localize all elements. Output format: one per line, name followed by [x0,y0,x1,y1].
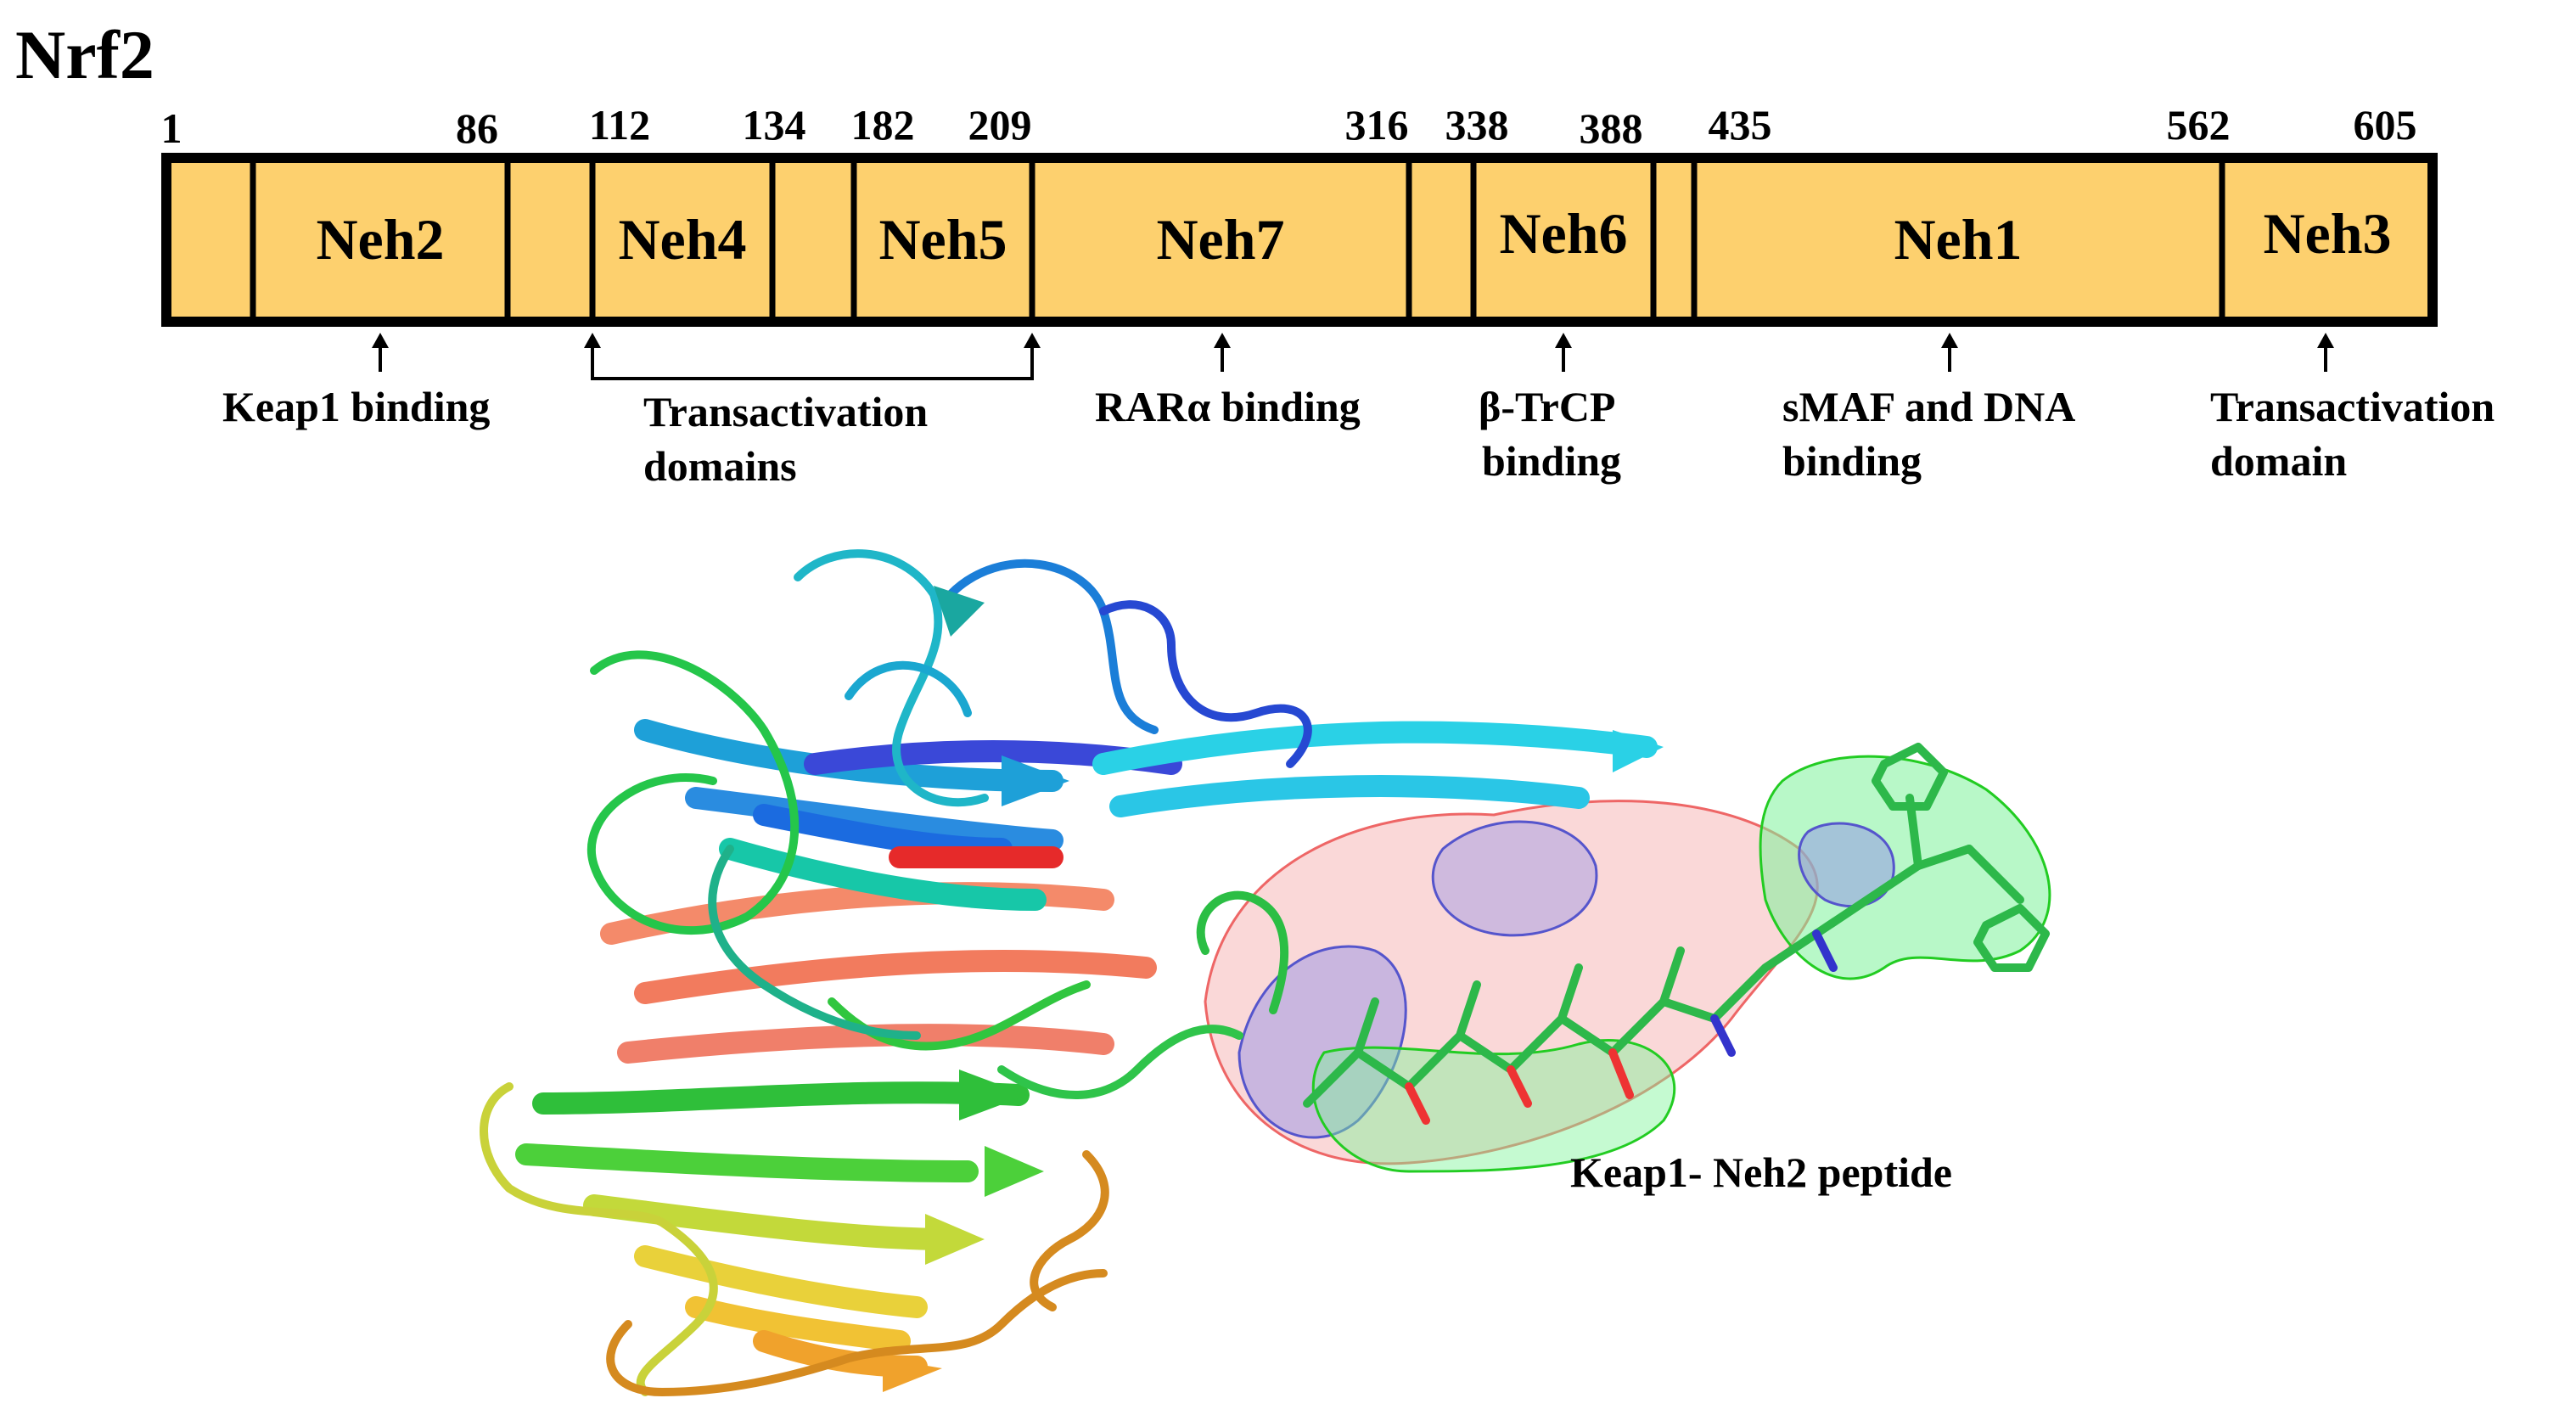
annotation-btrcp-line1: β-TrCP [1479,383,1615,430]
domain-neh5: Neh5 [878,207,1007,272]
position-label: 182 [851,101,915,149]
annotation-labels: Keap1 binding Transactivation domains RA… [222,383,2495,490]
position-label: 562 [2167,101,2231,149]
position-label: 435 [1709,101,1772,149]
annotation-smaf-line2: binding [1782,437,1922,485]
annotation-transactivation-domains-line2: domains [643,442,797,490]
peptide-density-mesh [1204,755,2051,1173]
domain-neh4: Neh4 [618,207,746,272]
annotation-rara-binding: RARα binding [1095,383,1361,430]
position-label: 86 [456,104,498,152]
annotation-smaf-line1: sMAF and DNA [1782,383,2075,430]
arrow-up-icon [1941,333,1958,372]
protein-structure-image [480,549,2051,1396]
annotation-keap1-binding: Keap1 binding [222,383,490,430]
bracket-arrow-icon [584,333,1041,380]
arrow-up-icon [1214,333,1231,372]
position-label: 134 [743,101,806,149]
annotation-arrows [372,333,2334,380]
domain-neh1: Neh1 [1894,207,2022,272]
domain-names: Neh2 Neh4 Neh5 Neh7 Neh6 Neh1 Neh3 [316,201,2391,272]
position-labels: 1 86 112 134 182 209 316 338 388 435 562… [161,101,2417,152]
peptide-sticks [1303,743,2050,1125]
arrow-up-icon [2317,333,2334,372]
domain-neh3: Neh3 [2263,201,2391,266]
figure-title: Nrf2 [15,16,154,93]
annotation-transactivation-domain-line1: Transactivation [2210,383,2495,430]
position-label: 316 [1345,101,1409,149]
domain-bar: Neh2 Neh4 Neh5 Neh7 Neh6 Neh1 Neh3 [161,153,2438,327]
annotation-transactivation-domain-line2: domain [2210,437,2347,485]
position-label: 1 [161,104,182,152]
structure-caption: Keap1- Neh2 peptide [1570,1148,1952,1196]
position-label: 209 [968,101,1032,149]
strand-arrowheads [883,586,1664,1392]
arrow-up-icon [1555,333,1572,372]
domain-neh7: Neh7 [1156,207,1284,272]
domain-dividers [250,160,2225,320]
annotation-btrcp-line2: binding [1482,437,1621,485]
position-label: 338 [1445,101,1509,149]
domain-neh2: Neh2 [316,207,444,272]
position-label: 605 [2354,101,2417,149]
position-label: 388 [1580,104,1643,152]
arrow-up-icon [372,333,389,372]
position-label: 112 [589,101,650,149]
annotation-transactivation-domains-line1: Transactivation [643,388,928,435]
domain-neh6: Neh6 [1499,201,1627,266]
domain-bar-outline [161,153,2438,327]
ribbon-loops [480,549,1312,1396]
